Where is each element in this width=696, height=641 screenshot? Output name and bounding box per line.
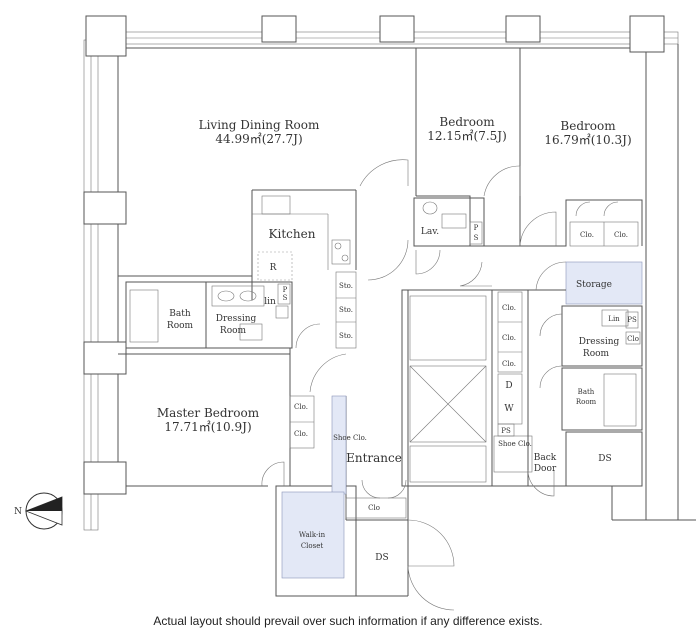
clo-label-master-2: Clo. xyxy=(294,430,308,438)
dressing1-line1: Dressing xyxy=(216,314,257,324)
entrance-label: Entrance xyxy=(346,451,402,465)
dryer-label: D xyxy=(505,381,512,391)
clo-label-center-3: Clo. xyxy=(502,360,516,368)
dressing2-line1: Dressing xyxy=(579,337,620,347)
bedroom1-name: Bedroom xyxy=(439,115,495,129)
clo-label-entrance: Clo xyxy=(368,504,380,512)
clo-label-bed2-b: Clo. xyxy=(614,231,628,239)
ds-label-right: DS xyxy=(598,454,611,464)
exterior-walls xyxy=(83,31,696,531)
ldk-name: Living Dining Room xyxy=(199,118,320,132)
room-labels: Living Dining Room 44.99㎡(27.7J) Bedroom… xyxy=(157,115,639,563)
ds-label-bottom: DS xyxy=(375,553,388,563)
shoe-closet-back-label: Shoe Clo. xyxy=(498,440,532,448)
clo-label-center-2: Clo. xyxy=(502,334,516,342)
clo-label-bed2-a: Clo. xyxy=(580,231,594,239)
sto-label-3: Sto. xyxy=(339,332,353,340)
ps-label-lav-p: P xyxy=(474,224,479,232)
ps-label-1-p: P xyxy=(283,286,288,294)
compass: N xyxy=(14,492,63,530)
bath2-line1: Bath xyxy=(578,388,595,396)
master-bedroom-name: Master Bedroom xyxy=(157,406,260,420)
bedroom1-area: 12.15㎡(7.5J) xyxy=(427,129,507,143)
bedroom2-name: Bedroom xyxy=(560,119,616,133)
master-bedroom-area: 17.71㎡(10.9J) xyxy=(164,420,251,434)
interior-walls xyxy=(118,48,643,597)
ldk-area: 44.99㎡(27.7J) xyxy=(215,132,302,146)
walkin-line2: Closet xyxy=(301,542,324,550)
sto-label-2: Sto. xyxy=(339,306,353,314)
bath2-line2: Room xyxy=(576,398,597,406)
ps-label-lav-s: S xyxy=(474,234,479,242)
kitchen-label: Kitchen xyxy=(269,227,316,241)
dressing1-line2: Room xyxy=(220,326,247,336)
storage-label: Storage xyxy=(576,280,612,290)
bath1-line1: Bath xyxy=(169,309,191,319)
washer-label: W xyxy=(504,404,514,414)
columns xyxy=(83,15,665,495)
dressing2-line2: Room xyxy=(583,349,610,359)
fridge-label: R xyxy=(270,263,277,273)
sto-label-1: Sto. xyxy=(339,282,353,290)
compass-north-label: N xyxy=(14,507,22,517)
ps-label-center: PS xyxy=(501,427,511,435)
back-door-line1: Back xyxy=(534,453,557,463)
disclaimer-text: Actual layout should prevail over such i… xyxy=(153,614,543,628)
lin-label-2: Lin xyxy=(608,315,620,323)
bedroom2-area: 16.79㎡(10.3J) xyxy=(544,133,631,147)
ps-label-2: PS xyxy=(627,316,637,324)
clo-label-center-1: Clo. xyxy=(502,304,516,312)
doors xyxy=(261,159,619,611)
back-door-line2: Door xyxy=(534,464,557,474)
lin-label-1: lin xyxy=(264,297,276,307)
walkin-line1: Walk-in xyxy=(299,531,326,539)
ps-label-1-s: S xyxy=(283,294,288,302)
bath1-line2: Room xyxy=(167,321,194,331)
clo-label-master-1: Clo. xyxy=(294,403,308,411)
shoe-closet-label: Shoe Clo. xyxy=(333,434,367,442)
lav-label: Lav. xyxy=(421,227,439,237)
highlighted-storage xyxy=(281,395,347,579)
clo-label-dressing2: Clo xyxy=(627,335,639,343)
